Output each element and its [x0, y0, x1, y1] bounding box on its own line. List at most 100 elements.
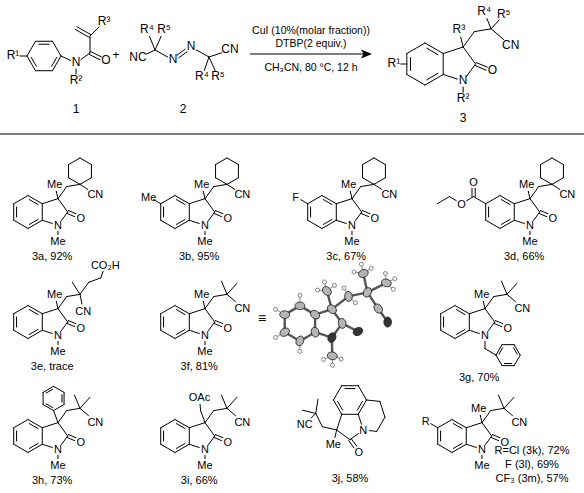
atom-label: Me — [47, 178, 62, 191]
bond-line — [28, 420, 42, 428]
bond-line — [484, 341, 485, 348]
bond-line — [215, 211, 223, 214]
bond-line — [336, 199, 352, 204]
bond-line — [161, 420, 175, 428]
bond-line — [407, 43, 425, 54]
bond-line — [487, 18, 491, 28]
atom-label: CN — [381, 188, 397, 201]
bond-line — [14, 330, 28, 338]
atom-label: Me — [47, 288, 62, 301]
atom-label: R¹ — [7, 49, 20, 63]
atom-label: F — [292, 190, 299, 203]
bond-line — [374, 178, 385, 185]
bond-line — [500, 220, 514, 228]
bond-line — [485, 309, 495, 322]
atom-label: R² — [457, 92, 470, 106]
compound-label: 3h, 73% — [32, 474, 72, 487]
ortep-hydrogen — [322, 357, 326, 361]
bond-line — [176, 443, 185, 448]
bond-line — [214, 408, 227, 410]
bond-line — [150, 36, 155, 50]
bond-line — [14, 196, 28, 204]
bond-line — [27, 41, 36, 56]
compound-label: 1 — [73, 103, 80, 117]
atom-label: CN — [511, 415, 527, 428]
atom-label: O — [224, 435, 233, 448]
bond-line — [501, 219, 510, 224]
bond-line — [482, 423, 492, 436]
bond-line — [441, 330, 455, 338]
bond-line — [466, 423, 482, 428]
bond-line — [28, 220, 42, 228]
bond-line — [449, 197, 456, 201]
bond-line — [175, 420, 189, 428]
bond-line — [496, 345, 502, 355]
bond-line — [90, 27, 99, 36]
bond-line — [438, 420, 452, 428]
atom-label: O — [488, 64, 497, 78]
atom-label: CN — [502, 39, 519, 53]
bond-line — [163, 207, 164, 217]
bond-line — [500, 196, 514, 204]
atom-label: Me — [474, 458, 489, 471]
bond-line — [215, 321, 223, 324]
bond-line — [42, 309, 58, 314]
ortep-hydrogen — [332, 283, 336, 287]
bond-line — [552, 158, 563, 165]
atom-label: R² — [70, 74, 83, 88]
bond-line — [36, 41, 53, 42]
bond-line — [469, 314, 470, 331]
bond-line — [440, 431, 441, 441]
atom-label: O — [355, 445, 364, 458]
bond-line — [205, 199, 215, 212]
atom-label: Me — [194, 288, 209, 301]
bond-line — [303, 410, 316, 413]
bond-line — [214, 323, 222, 326]
atom-label: N — [54, 443, 62, 456]
bond-line — [53, 56, 62, 71]
bond-line — [161, 444, 175, 452]
bond-line — [410, 58, 411, 71]
bond-line — [215, 435, 223, 438]
bond-line — [175, 196, 189, 204]
bond-line — [363, 178, 374, 185]
bond-line — [189, 204, 190, 221]
bond-line — [488, 207, 489, 217]
bond-line — [307, 204, 308, 221]
ortep-hydrogen — [274, 335, 278, 339]
bond-line — [227, 158, 238, 165]
bond-line — [72, 282, 80, 294]
bond-line — [310, 207, 311, 217]
bond-line — [443, 75, 457, 80]
atom-label: O — [224, 321, 233, 334]
atom-label: O — [77, 211, 86, 224]
atom-label: Me — [471, 402, 486, 415]
bond-line — [466, 444, 476, 447]
condition-text: DTBP(2 equiv.) — [276, 37, 347, 49]
ortep-atom — [326, 303, 339, 315]
bond-line — [438, 444, 452, 452]
atom-label: O — [457, 197, 466, 210]
bond-line — [342, 414, 359, 415]
atom-label: CN — [234, 415, 250, 428]
bond-line — [322, 196, 336, 204]
bond-line — [350, 191, 352, 198]
bond-line — [16, 431, 17, 441]
bond-line — [474, 197, 486, 204]
ortep-hydrogen — [393, 277, 397, 281]
bond-line — [461, 37, 464, 47]
bond-line — [16, 207, 17, 217]
bond-line — [427, 48, 438, 54]
bond-line — [176, 200, 185, 205]
bond-line — [358, 386, 366, 400]
bond-line — [155, 36, 161, 50]
bond-line — [155, 50, 168, 57]
plus-sign: + — [112, 49, 119, 63]
atom-label: N — [481, 329, 489, 342]
ortep-atom — [327, 351, 338, 360]
bond-line — [514, 345, 520, 355]
ortep-atom — [380, 278, 392, 288]
bond-line — [20, 56, 27, 57]
bond-line — [176, 219, 185, 224]
bond-line — [189, 220, 199, 223]
